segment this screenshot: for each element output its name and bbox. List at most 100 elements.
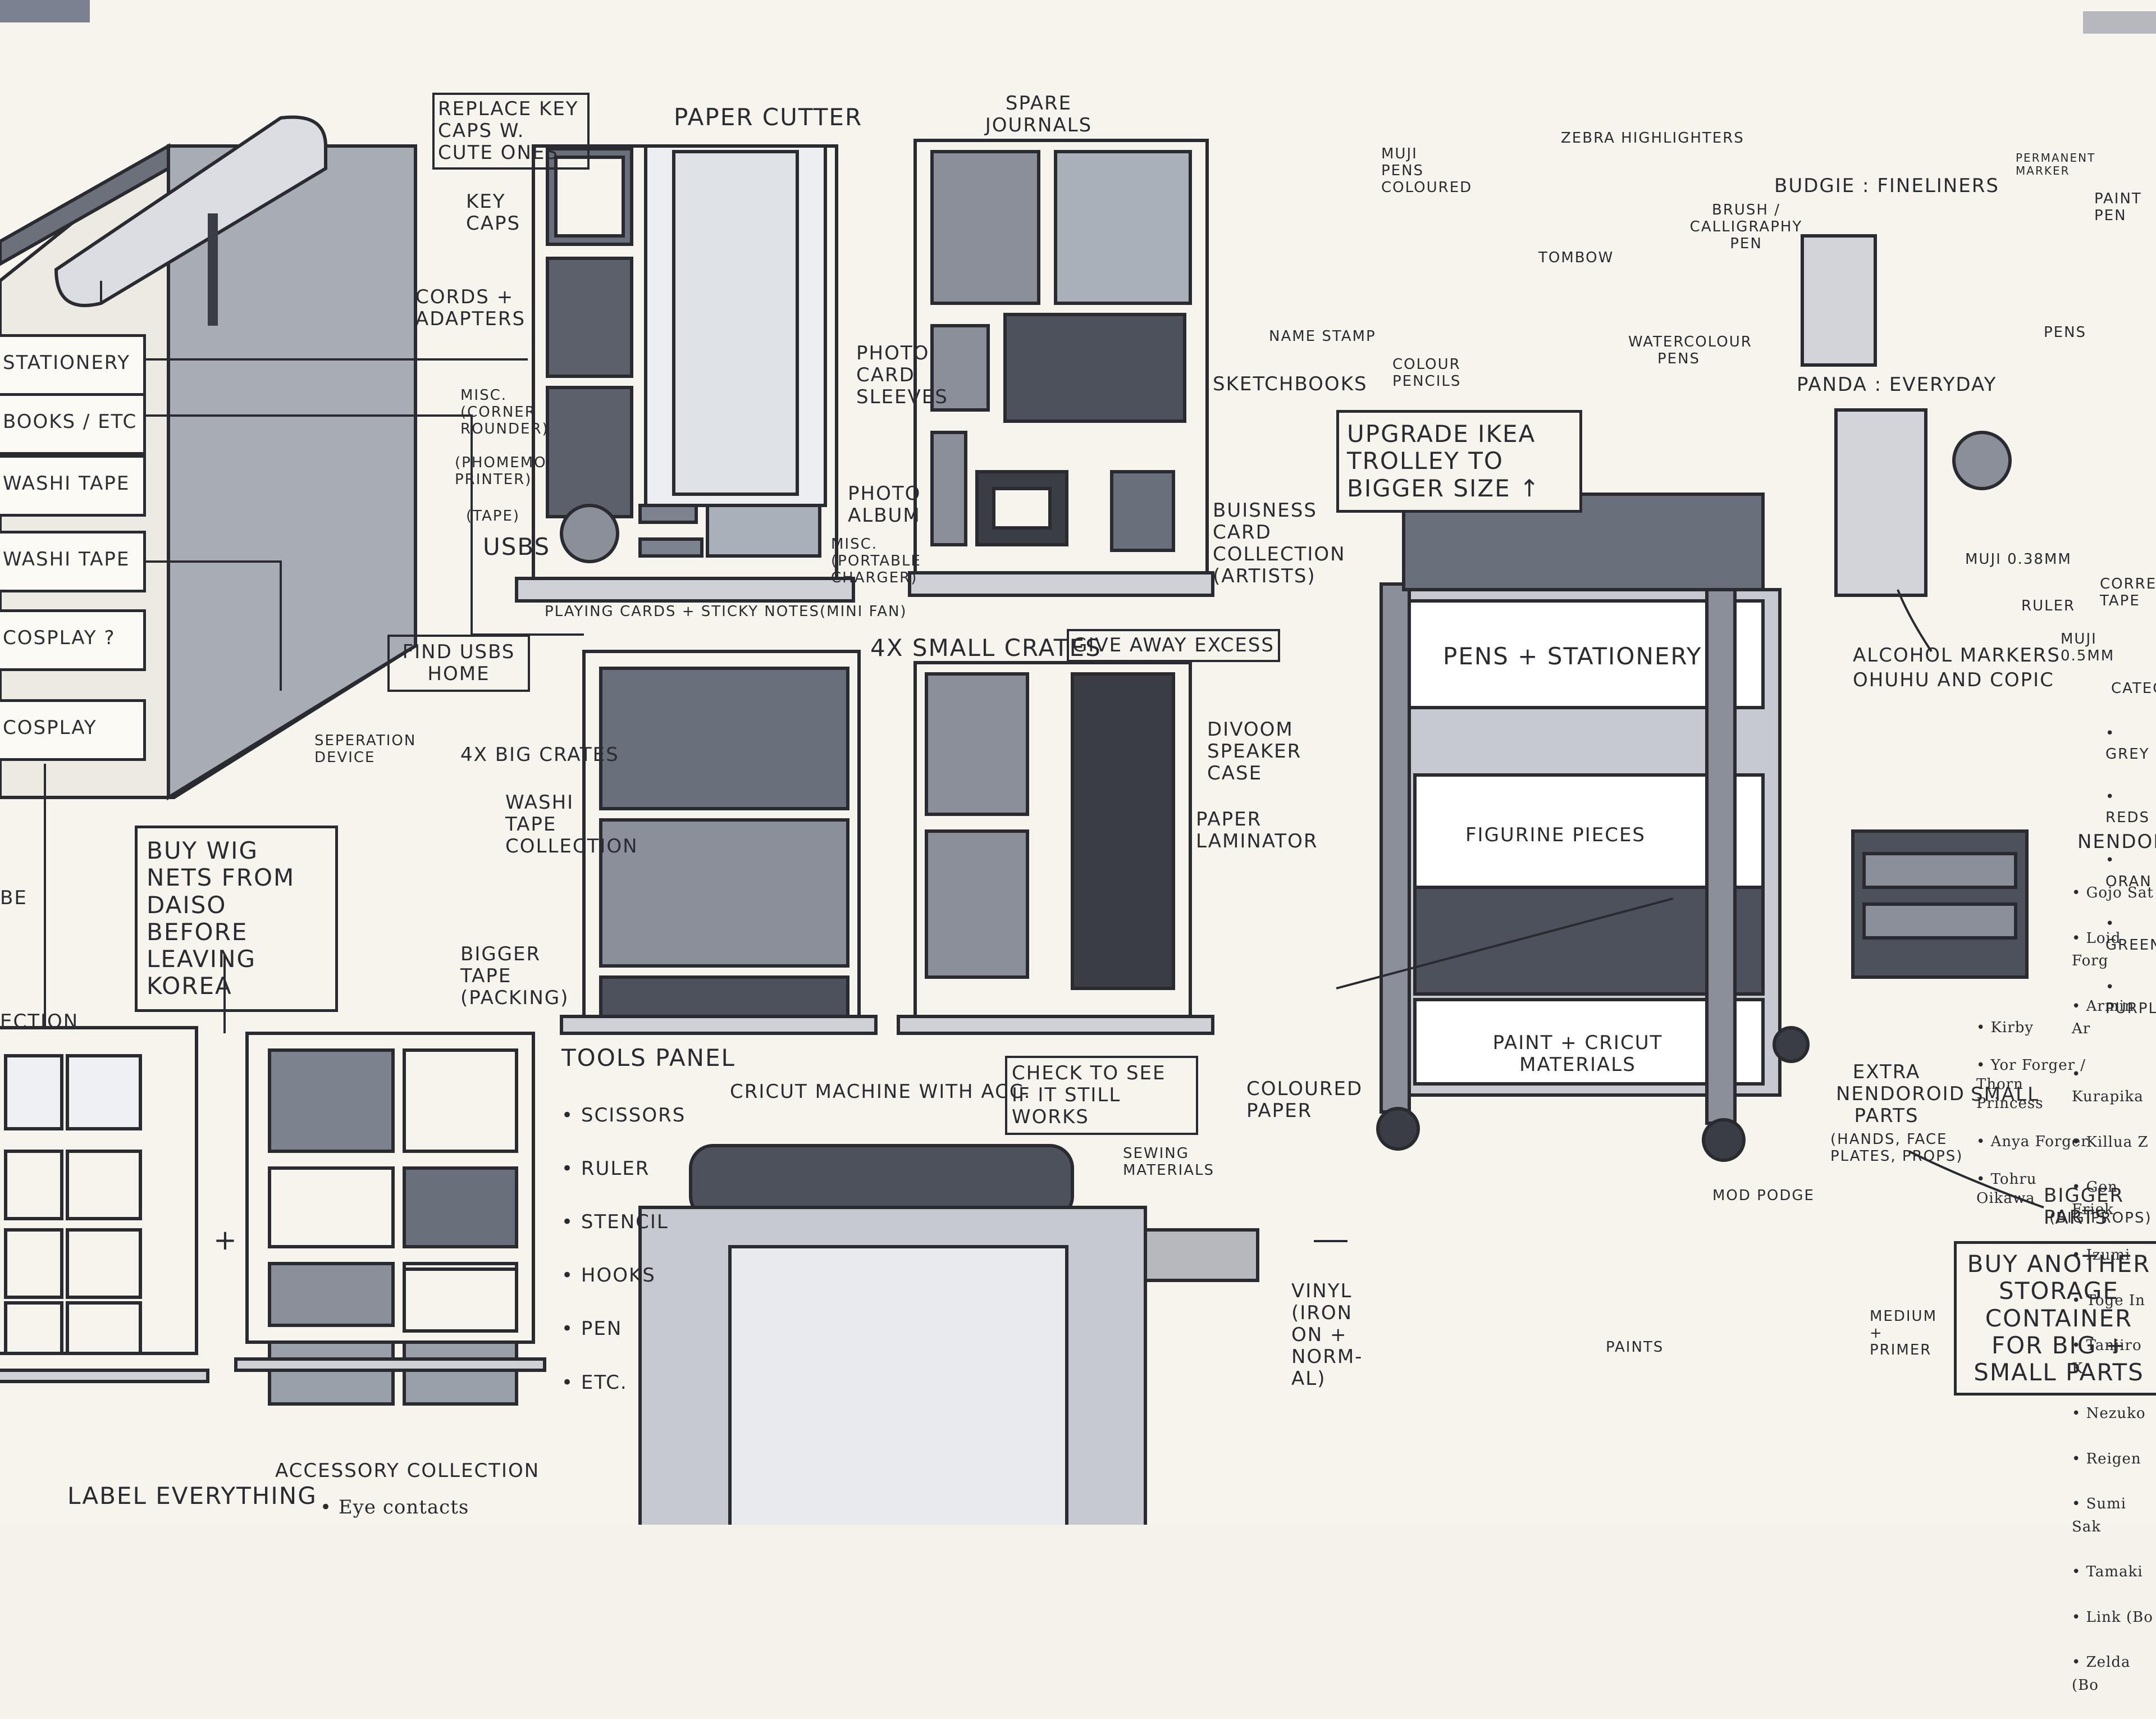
label-sewing: SEWING MATERIALS bbox=[1123, 1145, 1215, 1179]
drawer-stationery: STATIONERY bbox=[0, 334, 146, 396]
label-spare-journals: SPARE JOURNALS bbox=[985, 92, 1093, 137]
nendo-name: • Anya Forger bbox=[1976, 1133, 2089, 1150]
label-tombow: TOMBOW bbox=[1538, 249, 1614, 266]
label-misc-2: MISC. (PORTABLE CHARGER) bbox=[831, 536, 921, 586]
nendo-name: • Yor Forger / Thorn Princess bbox=[1976, 1057, 2086, 1112]
nendo-name: • Armin Ar bbox=[2072, 997, 2135, 1038]
cricut-bottom-shape bbox=[638, 1144, 1259, 1525]
nendo-name: • Link (Bo bbox=[2072, 1608, 2153, 1626]
label-paint-pen: PAINT PEN bbox=[2094, 190, 2142, 224]
label-colour-pencils: COLOUR PENCILS bbox=[1392, 356, 1461, 390]
label-phomemo: (PHOMEMO PRINTER) bbox=[455, 454, 547, 488]
label-seperation: SEPERATION DEVICE bbox=[314, 732, 417, 766]
label-shelf-pens: PENS + STATIONERY bbox=[1443, 642, 1702, 670]
drawer-label: WASHI TAPE bbox=[3, 548, 130, 571]
label-coloured-paper: COLOURED PAPER bbox=[1246, 1078, 1363, 1123]
label-permanent: PERMANENT MARKER bbox=[2016, 151, 2096, 177]
line-art-layer bbox=[0, 0, 2156, 1525]
label-shelf-figurine: FIGURINE PIECES bbox=[1465, 824, 1646, 846]
accessory-cabinet-shape bbox=[0, 1026, 546, 1406]
nendo-name: • Tamaki bbox=[2072, 1563, 2143, 1581]
plus-sign: + bbox=[213, 1224, 238, 1256]
label-zebra: ZEBRA HIGHLIGHTERS bbox=[1561, 130, 1744, 147]
nendo-name: • Killua Z bbox=[2072, 1133, 2149, 1151]
label-mini-fan: (MINI FAN) bbox=[820, 603, 907, 620]
note-check-works: CHECK TO SEE IF IT STILL WORKS bbox=[1005, 1056, 1198, 1136]
title-tools-panel: TOOLS PANEL bbox=[561, 1044, 736, 1071]
label-muji-038: MUJI 0.38mm bbox=[1965, 551, 2072, 568]
pen-cups-shape bbox=[1801, 234, 2012, 597]
side-text-be: BE bbox=[0, 887, 28, 909]
color-item: • GREY bbox=[2105, 724, 2150, 763]
label-muji-05: MUJI 0.5mm bbox=[2061, 631, 2115, 664]
label-laminator: PAPER LAMINATOR bbox=[1196, 808, 1318, 853]
nendo-name: • Nezuko bbox=[2072, 1405, 2146, 1422]
drawer-label: BOOKS / ETC bbox=[3, 411, 138, 433]
label-correction: CORRECTION TAPE bbox=[2100, 576, 2156, 609]
note-replace-keycaps: REPLACE KEY CAPS w. CUTE ONES bbox=[432, 93, 590, 170]
label-extra-sub: (HANDS, FACE PLATES, PROPS) bbox=[1830, 1131, 1963, 1165]
nendo-name: • Zelda (Bo bbox=[2072, 1654, 2131, 1694]
tools-list: • Scissors • RULER • STENCIL • HOOKS • P… bbox=[561, 1104, 686, 1394]
label-washi-coll: WASHI TAPE COLLECTION bbox=[505, 791, 638, 858]
title-paper-cutter: PAPER CUTTER bbox=[674, 103, 863, 131]
color-item: • ORAN bbox=[2105, 851, 2152, 890]
tool-item: RULER bbox=[581, 1157, 650, 1180]
note-upgrade-trolley: UPGRADE IKEA TROLLEY TO BIGGER SIZE ↑ bbox=[1336, 410, 1582, 513]
label-small-crates: 4x SMALL CRATES bbox=[870, 634, 1102, 662]
note-buy-another: BUY ANOTHER STORAGE CONTAINER FOR BIG + … bbox=[1954, 1241, 2156, 1396]
label-misc-1: MISC. (CORNER ROUNDER) bbox=[460, 387, 549, 437]
label-watercolour: WATERCOLOUR PENS bbox=[1628, 334, 1752, 367]
nendo-name: • Gon Friek bbox=[2072, 1179, 2118, 1219]
drawer-label: STATIONERY bbox=[3, 352, 131, 374]
label-sketchbooks: SKETCHBOOKS bbox=[1213, 373, 1368, 395]
tool-item: STENCIL bbox=[581, 1210, 669, 1233]
label-bigger-parts: BIGGER PARTS bbox=[2044, 1184, 2125, 1229]
label-name-stamp: NAME STAMP bbox=[1269, 328, 1376, 345]
color-item: • GREEN bbox=[2105, 915, 2156, 954]
nendo-name: • Tohru Oikawa bbox=[1976, 1171, 2037, 1207]
label-eye-contacts: • Eye contacts bbox=[320, 1496, 469, 1519]
big-crates-pegboard-shape bbox=[560, 650, 1214, 1035]
note-find-usbs: FIND USBS HOME bbox=[387, 635, 530, 692]
side-text-ection: ECTION bbox=[0, 1010, 79, 1033]
title-nendoroid: NENDOROI bbox=[2077, 831, 2156, 853]
color-list: • GREY • REDS • ORAN • GREEN • PURPL bbox=[2105, 702, 2156, 1041]
nendoroid-box-shape bbox=[1851, 829, 2029, 979]
label-extra-nendo: EXTRA NENDOROID PARTS bbox=[1836, 1061, 1965, 1128]
nendo-name: • Tanjiro K bbox=[2072, 1337, 2142, 1377]
drawer-unit-shape bbox=[0, 115, 417, 801]
label-everything: LABEL EVERYTHING bbox=[67, 1482, 317, 1510]
ikea-trolley-shape bbox=[1376, 493, 1810, 1162]
drawer-label: COSPLAY ? bbox=[3, 627, 116, 649]
nendo-name: • Toge In bbox=[2072, 1292, 2145, 1309]
label-budgie: BUDGIE : FINELINERS bbox=[1774, 175, 1999, 197]
note-wig-nets: BUY WIG NETS FROM DAISO BEFORE LEAVING K… bbox=[135, 826, 338, 1012]
nendo-name: • Reigen bbox=[2072, 1450, 2141, 1467]
drawer-label: COSPLAY bbox=[3, 717, 97, 739]
tool-item: Scissors bbox=[581, 1104, 686, 1127]
nendo-list-left: • Kirby • Yor Forger / Thorn Princess • … bbox=[1976, 1000, 2089, 1228]
nendo-name: • Kurapika bbox=[2072, 1065, 2144, 1105]
label-key-caps: KEY CAPS bbox=[466, 190, 521, 235]
label-ruler: RULER bbox=[2021, 598, 2076, 614]
label-vinyl: VINYL (IRON ON + NORM-AL) bbox=[1291, 1280, 1363, 1390]
label-medium: MEDIUM + PRIMER bbox=[1870, 1308, 1938, 1358]
label-small: SMALL bbox=[1971, 1083, 2040, 1106]
drawer-books: BOOKS / ETC bbox=[0, 393, 146, 455]
label-photo-album: PHOTO ALBUM bbox=[848, 482, 921, 527]
label-shelf-paint: PAINT + CRICUT MATERIALS bbox=[1492, 1032, 1663, 1077]
nendo-name: • Gojo Sat bbox=[2072, 884, 2154, 902]
label-big-crates: 4x BIG Crates bbox=[460, 744, 619, 766]
drawer-label: WASHI TAPE bbox=[3, 472, 130, 495]
label-paints: PAINTS bbox=[1606, 1339, 1664, 1356]
label-business-cards: BUISNESS CARD COLLECTION (ARTISTS) bbox=[1213, 499, 1346, 588]
label-pens: PENS bbox=[2044, 324, 2087, 341]
label-muji-coloured: MUJI PENS COLOURED bbox=[1381, 145, 1473, 196]
label-photo-card: PHOTO CARD SLEEVES bbox=[856, 342, 948, 409]
drawer-cosplay: COSPLAY bbox=[0, 699, 146, 761]
drawer-washi-1: WASHI TAPE bbox=[0, 455, 146, 517]
drawer-cosplay-q: COSPLAY ? bbox=[0, 609, 146, 671]
label-cricut: CRICUT MACHINE with ACC. bbox=[730, 1080, 1031, 1103]
